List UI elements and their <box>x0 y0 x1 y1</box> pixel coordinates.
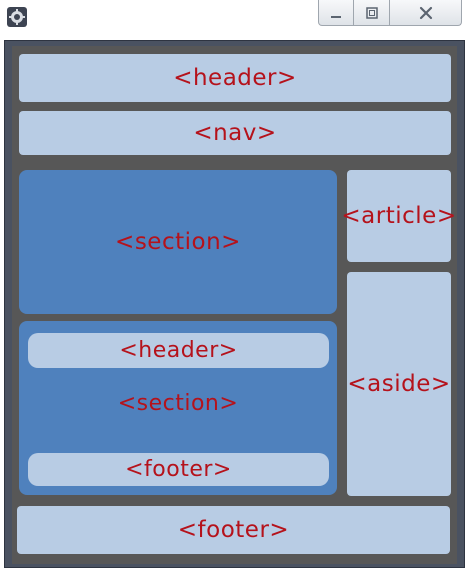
close-icon <box>419 6 432 19</box>
title-bar <box>0 0 469 34</box>
window-controls <box>318 0 466 28</box>
maximize-button[interactable] <box>354 0 390 26</box>
section-group-footer: <footer> <box>28 453 329 486</box>
close-button[interactable] <box>390 0 462 26</box>
section-top-box: <section> <box>19 170 337 314</box>
article-box: <article> <box>341 170 456 262</box>
section-group-section-label: <section> <box>117 390 239 416</box>
footer-box: <footer> <box>17 506 450 554</box>
nav-box: <nav> <box>19 111 451 155</box>
minimize-icon <box>331 15 341 18</box>
section-group-header: <header> <box>28 333 329 368</box>
aside-box: <aside> <box>347 272 451 496</box>
layout-canvas: <header> <nav> <section> <article> <head… <box>12 46 457 564</box>
maximize-icon <box>365 6 378 19</box>
minimize-button[interactable] <box>318 0 354 26</box>
header-box: <header> <box>19 54 451 102</box>
gear-icon[interactable] <box>7 7 27 27</box>
section-group-box: <header> <section> <footer> <box>19 321 337 495</box>
